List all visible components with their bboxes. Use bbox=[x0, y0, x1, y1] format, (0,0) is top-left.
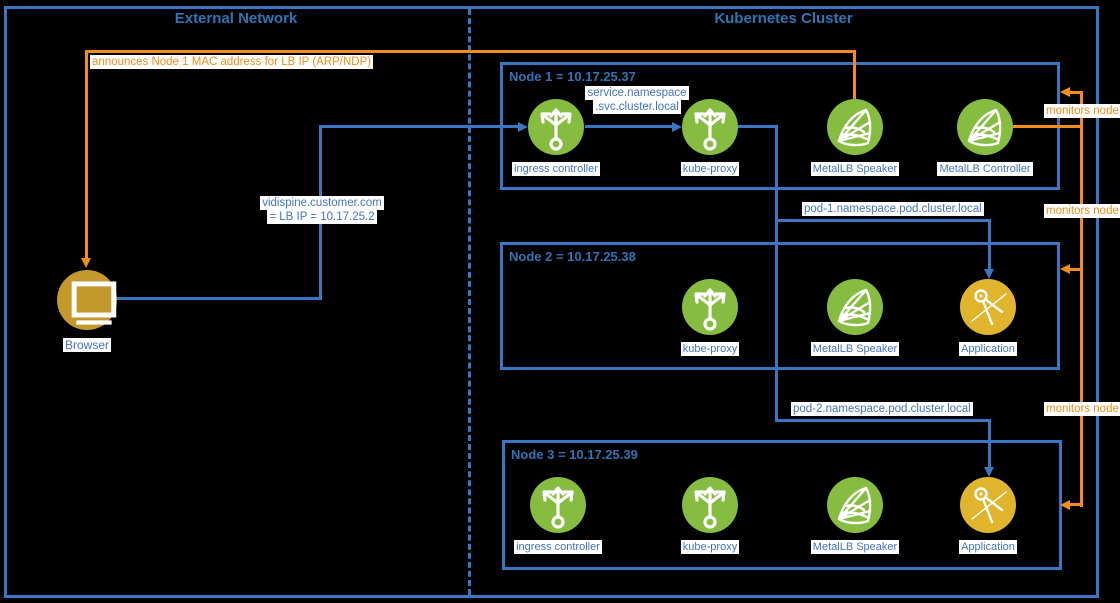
node1-ingress-label: ingress controller bbox=[512, 162, 600, 176]
arrowhead-into-kubeproxy bbox=[672, 122, 682, 132]
diagram-outer-border bbox=[4, 6, 1099, 598]
edge-pod2-drop bbox=[988, 419, 991, 467]
node-3-title: Node 3 = 10.17.25.39 bbox=[511, 447, 638, 462]
node3-kubeproxy-label: kube-proxy bbox=[680, 540, 740, 554]
arrowhead-into-app-node2 bbox=[984, 269, 994, 279]
node3-speaker-label: MetalLB Speaker bbox=[810, 540, 900, 554]
monitor-icon bbox=[57, 270, 117, 330]
edge-monitor-stub-node3 bbox=[1070, 503, 1083, 506]
node1-controller-label: MetalLB Controller bbox=[937, 162, 1033, 176]
monitors-label-3: monitors node bbox=[1044, 402, 1120, 416]
node1-speaker-label: MetalLB Speaker bbox=[810, 162, 900, 176]
drafting-compass-icon bbox=[970, 289, 1008, 326]
fan-mesh-icon bbox=[967, 108, 1002, 147]
pod2-dns-label: pod-2.namespace.pod.cluster.local bbox=[791, 402, 973, 416]
kubernetes-cluster-title: Kubernetes Cluster bbox=[714, 10, 853, 27]
arrowhead-into-ingress bbox=[518, 122, 528, 132]
edge-kubeproxy-out bbox=[738, 125, 778, 128]
edge-announce-drop bbox=[85, 50, 88, 258]
arrowhead-monitor-node1 bbox=[1060, 87, 1070, 97]
node3-application bbox=[960, 477, 1016, 533]
browser-node bbox=[57, 270, 117, 330]
browser-label: Browser bbox=[62, 338, 111, 352]
edge-browser-to-cluster bbox=[116, 297, 322, 300]
node1-ingress-controller bbox=[528, 99, 584, 155]
network-boundary-divider bbox=[468, 9, 471, 595]
node3-metallb-speaker bbox=[827, 477, 883, 533]
edge-pod2 bbox=[775, 419, 991, 422]
arrowhead-into-app-node3 bbox=[984, 467, 994, 477]
arrowhead-monitor-node2 bbox=[1060, 264, 1070, 274]
node3-ingress-label: ingress controller bbox=[514, 540, 602, 554]
drafting-compass-icon bbox=[970, 487, 1008, 524]
node2-speaker-label: MetalLB Speaker bbox=[810, 342, 900, 356]
edge-monitor-stub-node1 bbox=[1070, 91, 1083, 94]
branching-arrows-icon bbox=[694, 486, 726, 529]
edge-monitor-stub-node2 bbox=[1070, 268, 1083, 271]
fan-mesh-icon bbox=[837, 486, 872, 525]
branching-arrows-icon bbox=[694, 288, 726, 331]
node2-kubeproxy-label: kube-proxy bbox=[680, 342, 740, 356]
service-dns-label: service.namespace .svc.cluster.local bbox=[585, 86, 689, 114]
node3-ingress-controller bbox=[530, 477, 586, 533]
branching-arrows-icon bbox=[694, 108, 726, 151]
announce-label: announces Node 1 MAC address for LB IP (… bbox=[90, 55, 374, 69]
arrowhead-into-browser bbox=[81, 258, 91, 268]
external-network-title: External Network bbox=[174, 10, 298, 27]
edge-kubeproxy-downline bbox=[775, 125, 778, 422]
dns-label: vidispine.customer.com = LB IP = 10.17.2… bbox=[260, 196, 384, 224]
node2-application-label: Application bbox=[959, 342, 1017, 356]
node2-metallb-speaker bbox=[827, 279, 883, 335]
node3-kube-proxy bbox=[682, 477, 738, 533]
edge-announce-top bbox=[85, 50, 856, 53]
pod1-dns-label: pod-1.namespace.pod.cluster.local bbox=[802, 202, 984, 216]
edge-controller-out bbox=[1013, 125, 1083, 128]
node-1-title: Node 1 = 10.17.25.37 bbox=[509, 69, 636, 84]
node1-metallb-controller bbox=[957, 99, 1013, 155]
monitors-label-2: monitors node bbox=[1044, 204, 1120, 218]
node1-metallb-speaker bbox=[827, 99, 883, 155]
arrowhead-monitor-node3 bbox=[1060, 500, 1070, 510]
edge-ingress-to-kubeproxy bbox=[585, 125, 672, 128]
node-2-title: Node 2 = 10.17.25.38 bbox=[509, 249, 636, 264]
edge-pod1 bbox=[775, 219, 991, 222]
node1-kube-proxy bbox=[682, 99, 738, 155]
monitors-label-1: monitors node bbox=[1044, 104, 1120, 118]
branching-arrows-icon bbox=[540, 108, 572, 151]
edge-announce-from-speaker bbox=[853, 50, 856, 99]
fan-mesh-icon bbox=[837, 108, 872, 147]
node3-application-label: Application bbox=[959, 540, 1017, 554]
branching-arrows-icon bbox=[542, 486, 574, 529]
node2-application bbox=[960, 279, 1016, 335]
edge-pod1-drop bbox=[988, 219, 991, 269]
fan-mesh-icon bbox=[837, 288, 872, 327]
edge-monitor-spine bbox=[1080, 91, 1083, 507]
node-2-box: Node 2 = 10.17.25.38 bbox=[500, 242, 1060, 370]
edge-to-ingress bbox=[319, 125, 518, 128]
node2-kube-proxy bbox=[682, 279, 738, 335]
node1-kubeproxy-label: kube-proxy bbox=[680, 162, 740, 176]
